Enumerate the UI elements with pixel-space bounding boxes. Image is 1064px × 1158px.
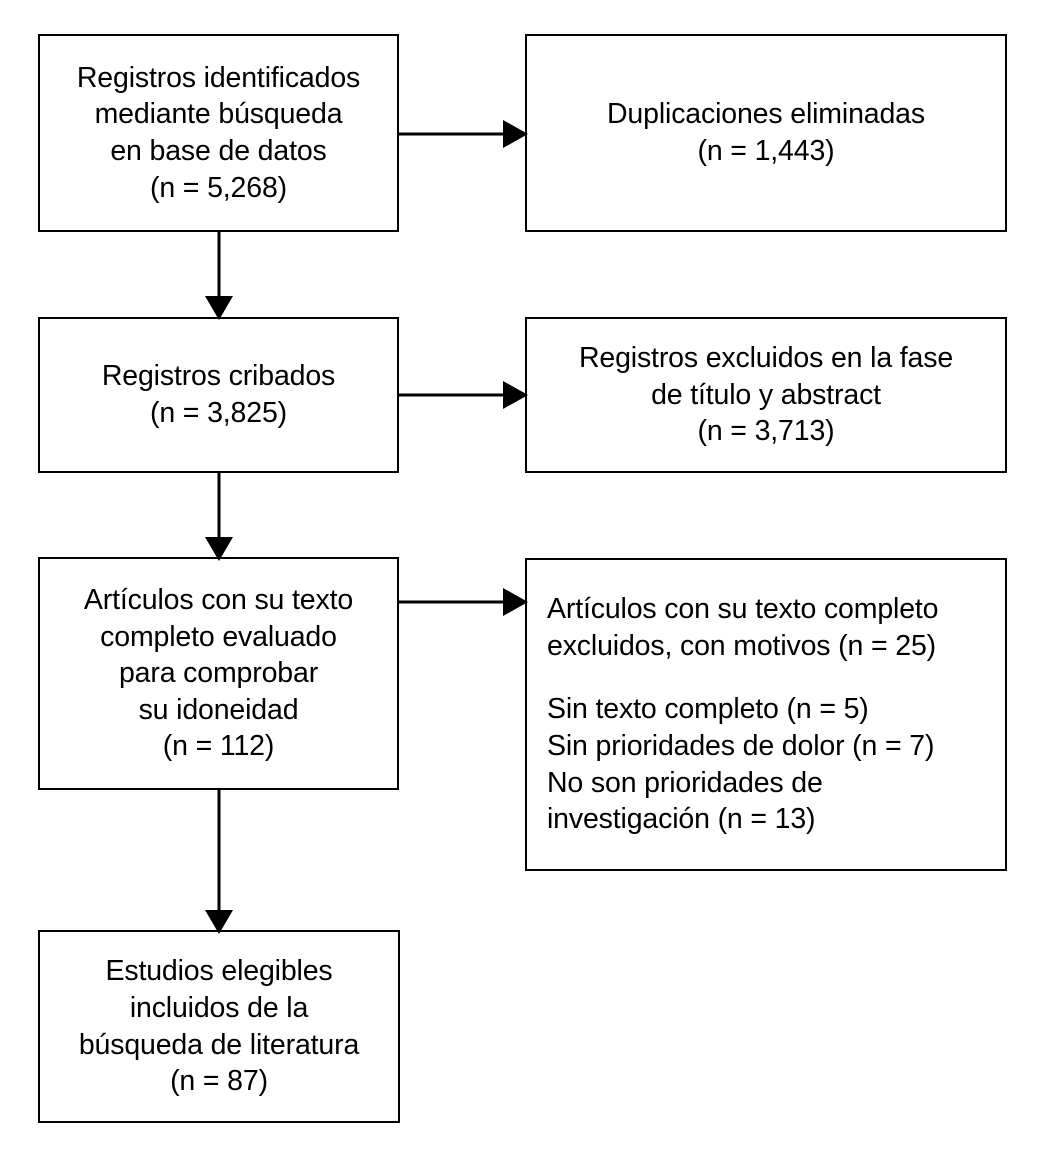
box-fulltext-excluded-reason-1: Sin texto completo (n = 5) <box>547 693 869 726</box>
box-fulltext-assessed: Artículos con su texto completo evaluado… <box>38 557 399 790</box>
connector-identified-to-screened-arrow <box>190 230 250 322</box>
box-records-identified-line-1: Registros identificados <box>76 61 361 94</box>
box-fulltext-excluded-reason-3a: No son prioridades de <box>547 766 823 799</box>
box-fulltext-excluded-reason-2: Sin prioridades de dolor (n = 7) <box>547 730 935 763</box>
box-records-excluded-title-abstract-line-1: Registros excluidos en la fase <box>578 342 954 375</box>
box-records-identified: Registros identificados mediante búsqued… <box>38 34 399 232</box>
box-fulltext-assessed-line-4: su idoneidad <box>138 693 299 726</box>
connector-fulltext-to-excluded-arrow <box>397 578 531 626</box>
box-fulltext-excluded-with-reasons: Artículos con su texto completo excluido… <box>525 558 1007 871</box>
connector-screened-to-excluded-arrow <box>397 371 531 419</box>
box-fulltext-assessed-count: (n = 112) <box>162 730 275 763</box>
box-fulltext-assessed-line-1: Artículos con su texto <box>83 583 354 616</box>
box-fulltext-excluded-reason-3b: investigación (n = 13) <box>547 803 816 836</box>
connector-fulltext-to-eligible-arrow <box>190 788 250 936</box>
box-records-identified-line-3: en base de datos <box>110 135 327 167</box>
box-records-excluded-title-abstract: Registros excluidos en la fase de título… <box>525 317 1007 473</box>
box-fulltext-assessed-line-2: completo evaluado <box>100 620 337 653</box>
box-eligible-studies-line-3: búsqueda de literatura <box>78 1028 360 1061</box>
box-duplicates-removed-line-1: Duplicaciones eliminadas <box>607 98 925 131</box>
box-fulltext-excluded-count: excluidos, con motivos (n = 25) <box>547 629 936 662</box>
box-duplicates-removed: Duplicaciones eliminadas (n = 1,443) <box>525 34 1007 232</box>
box-fulltext-excluded-line-1: Artículos con su texto completo <box>547 593 939 626</box>
box-records-screened-count: (n = 3,825) <box>150 397 287 429</box>
box-eligible-studies-included: Estudios elegibles incluidos de la búsqu… <box>38 930 400 1123</box>
box-records-excluded-title-abstract-count: (n = 3,713) <box>697 415 835 448</box>
box-records-identified-count: (n = 5,268) <box>150 171 287 204</box>
box-eligible-studies-line-2: incluidos de la <box>129 991 309 1024</box>
box-duplicates-removed-count: (n = 1,443) <box>697 135 835 167</box>
box-records-screened: Registros cribados (n = 3,825) <box>38 317 399 473</box>
connector-screened-to-fulltext-arrow <box>190 471 250 563</box>
box-fulltext-assessed-line-3: para comprobar <box>118 657 319 690</box>
connector-identified-to-duplicates-arrow <box>397 110 531 158</box>
box-records-identified-line-2: mediante búsqueda <box>94 98 343 131</box>
box-records-excluded-title-abstract-line-2: de título y abstract <box>651 378 881 411</box>
box-eligible-studies-count: (n = 87) <box>170 1065 268 1098</box>
box-records-screened-line-1: Registros cribados <box>101 360 336 393</box>
box-eligible-studies-line-1: Estudios elegibles <box>105 955 333 988</box>
